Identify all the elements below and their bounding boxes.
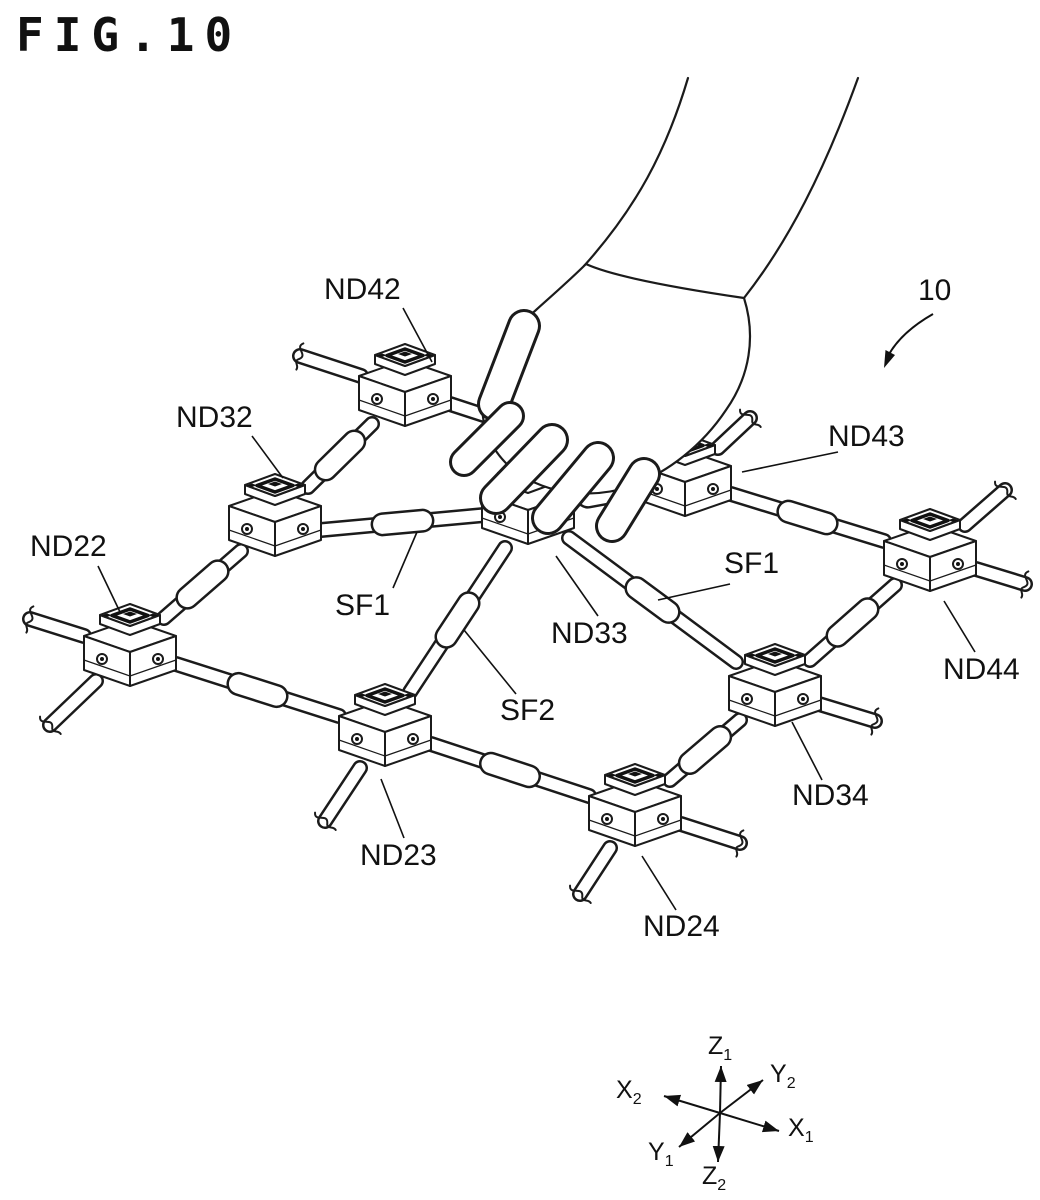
label-nd43: ND43 [828, 420, 905, 453]
figure-title: FIG.10 [16, 8, 243, 62]
label-nd34: ND34 [792, 779, 869, 812]
label-nd44: ND44 [943, 653, 1020, 686]
label-nd23: ND23 [360, 839, 437, 872]
node-nd23 [337, 682, 433, 768]
thumb [477, 309, 541, 421]
axis-label-x1: X1 [788, 1114, 814, 1146]
label-nd33: ND33 [551, 617, 628, 650]
label-nd22: ND22 [30, 530, 107, 563]
node-nd42 [357, 342, 453, 428]
label-sf2: SF2 [500, 694, 556, 727]
label-nd42: ND42 [324, 273, 401, 306]
axis-label-z2: Z2 [702, 1162, 727, 1194]
label-sf1-right: SF1 [724, 547, 780, 580]
reference-arrow [884, 313, 934, 368]
label-sf1-left: SF1 [335, 589, 391, 622]
leader-lines [97, 307, 976, 911]
label-reference-10: 10 [918, 274, 952, 307]
axis-label-y1: Y1 [648, 1138, 674, 1170]
axis-label-x2: X2 [616, 1076, 642, 1108]
label-nd32: ND32 [176, 401, 253, 434]
axis-label-z1: Z1 [708, 1032, 733, 1064]
fingers [449, 401, 661, 543]
label-nd24: ND24 [643, 910, 720, 943]
axis-indicator [663, 1065, 780, 1163]
hand-illustration [449, 76, 860, 543]
axis-label-y2: Y2 [770, 1060, 796, 1092]
